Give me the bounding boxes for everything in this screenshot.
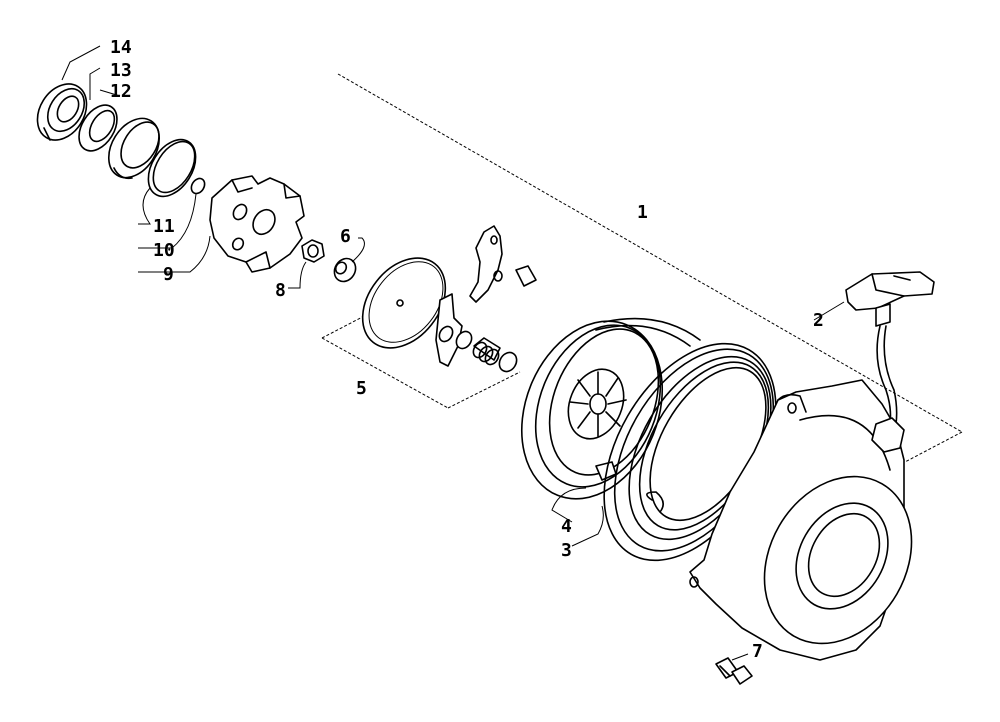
small-ring-part xyxy=(190,177,206,195)
label-12: 12 xyxy=(110,81,132,102)
starter-housing-part xyxy=(689,379,913,661)
label-9: 9 xyxy=(163,264,174,285)
handle-and-rope-part xyxy=(845,271,935,453)
label-7: 7 xyxy=(752,641,763,662)
oil-seal-part xyxy=(36,83,88,141)
label-8: 8 xyxy=(275,280,286,301)
label-3: 3 xyxy=(561,540,572,561)
label-10: 10 xyxy=(153,240,175,261)
label-2: 2 xyxy=(813,310,824,331)
bearing-ring-part xyxy=(107,117,161,180)
part-labels: 1 2 3 4 5 6 7 8 9 10 11 12 13 14 xyxy=(110,37,824,662)
bushing-part xyxy=(78,104,118,152)
ratchet-plate-part xyxy=(209,175,305,273)
leader-lines xyxy=(61,45,845,661)
label-1: 1 xyxy=(637,202,648,223)
label-14: 14 xyxy=(110,37,132,58)
label-13: 13 xyxy=(110,60,132,81)
label-11: 11 xyxy=(153,216,175,237)
nut-part xyxy=(301,239,325,263)
label-4: 4 xyxy=(561,516,572,537)
assembly-1-bracket xyxy=(337,73,963,463)
bolt-part xyxy=(715,657,753,685)
o-ring-part xyxy=(147,138,197,198)
pawl-assembly-part xyxy=(361,225,537,373)
label-5: 5 xyxy=(356,378,367,399)
reel-pulley-part xyxy=(520,317,701,500)
washer-part xyxy=(333,257,357,283)
label-6: 6 xyxy=(340,226,351,247)
